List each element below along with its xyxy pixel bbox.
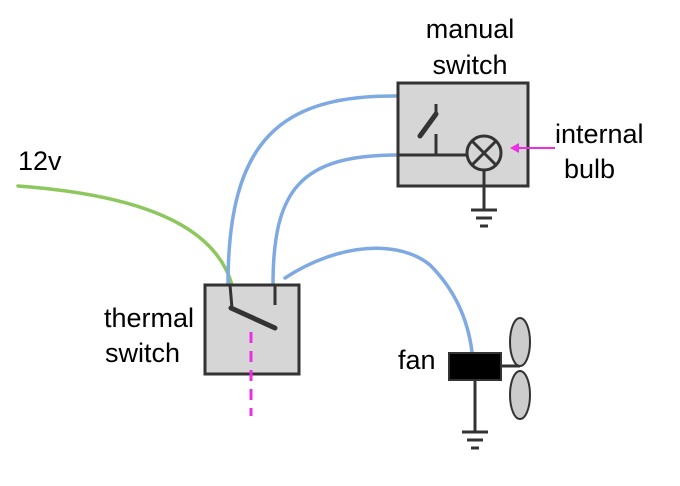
wire-thermal-to-manual-switch: [226, 94, 400, 287]
ground-icon: [471, 208, 497, 228]
thermal-switch: [203, 283, 301, 416]
bulb-annotation-arrow: [510, 143, 555, 153]
lamp-cross-icon: [465, 134, 503, 172]
ground-icon: [462, 430, 488, 450]
manual-switch-lever: [417, 111, 439, 139]
supply-wire: [16, 184, 234, 287]
fan-label: fan: [398, 345, 436, 375]
manual-switch-label-line2: switch: [432, 50, 507, 80]
manual-switch: [396, 81, 530, 228]
thermal-switch-label-line2: switch: [105, 338, 180, 368]
internal-bulb-label-line1: internal: [555, 119, 644, 149]
internal-bulb-label-line2: bulb: [564, 154, 615, 184]
thermal-switch-lever: [228, 305, 278, 331]
wire-thermal-to-fan: [283, 246, 474, 354]
manual-switch-box: [396, 81, 530, 188]
fan-icon: [448, 317, 531, 450]
supply-label: 12v: [18, 146, 62, 176]
wire-thermal-to-bulb: [271, 153, 400, 287]
manual-switch-label-line1: manual: [426, 14, 515, 44]
thermal-switch-label-line1: thermal: [104, 303, 194, 333]
thermal-switch-input-stub: [228, 284, 234, 309]
